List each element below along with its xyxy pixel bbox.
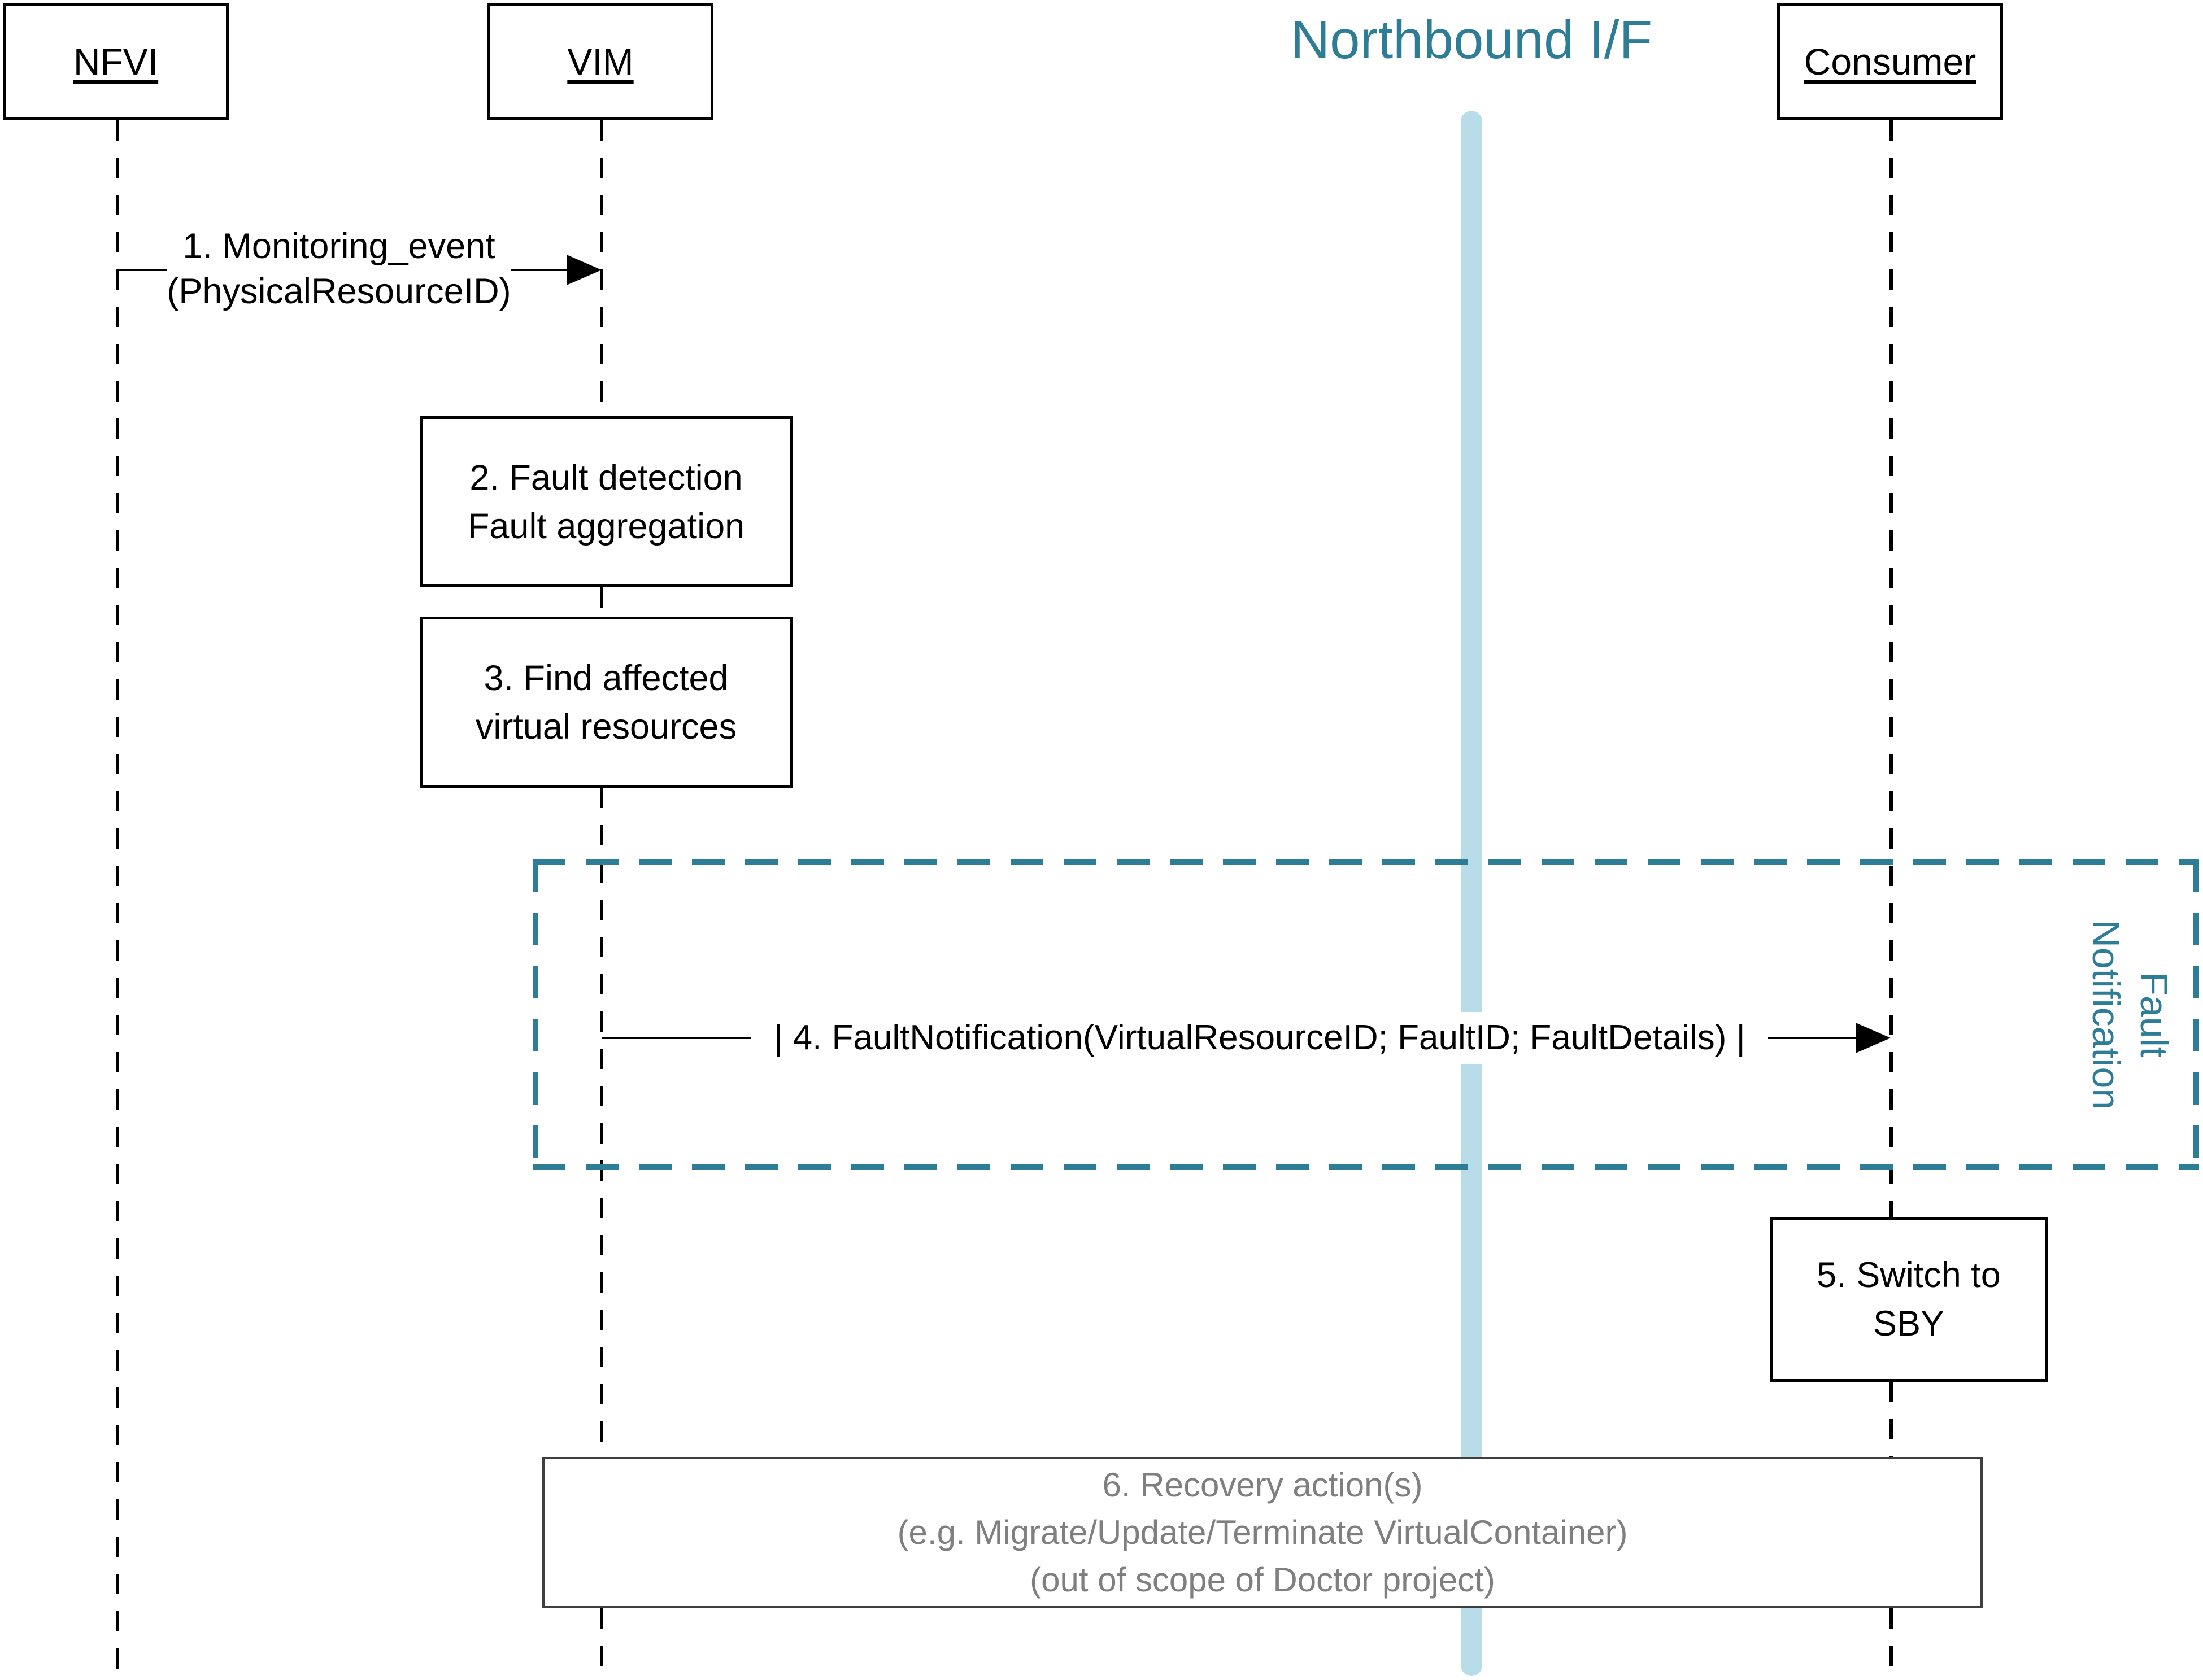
- fault-detection-line2: Fault aggregation: [467, 506, 745, 546]
- fault-notification-frame-bottom: [533, 1164, 2199, 1170]
- actor-box-nfvi: NFVI: [3, 3, 229, 120]
- fault-notification-frame-left: [533, 859, 538, 1170]
- activity-box-recovery: 6. Recovery action(s) (e.g. Migrate/Upda…: [542, 1457, 1983, 1608]
- fault-notification-frame-top: [533, 859, 2199, 865]
- page-title: Northbound I/F: [1290, 10, 1653, 70]
- lifeline-nfvi: [116, 120, 119, 1672]
- actor-label-nfvi: NFVI: [73, 41, 159, 82]
- activity-box-find-affected: 3. Find affected virtual resources: [420, 617, 793, 788]
- lifeline-consumer-segment-3: [1889, 1608, 1893, 1672]
- actor-label-vim: VIM: [567, 41, 634, 82]
- actor-label-consumer: Consumer: [1804, 41, 1976, 82]
- lifeline-consumer-segment-1: [1889, 120, 1893, 1217]
- find-affected-line2: virtual resources: [475, 706, 737, 747]
- switch-to-sby-line2: SBY: [1873, 1304, 1945, 1343]
- message4-arrowhead-icon: [1856, 1023, 1891, 1053]
- lifeline-vim-segment-2: [600, 587, 603, 617]
- recovery-line3: (out of scope of Doctor project): [1030, 1561, 1495, 1599]
- lifeline-vim-segment-4: [600, 1608, 603, 1672]
- recovery-line1: 6. Recovery action(s): [1102, 1466, 1423, 1504]
- lifeline-consumer-segment-2: [1889, 1382, 1893, 1457]
- activity-box-fault-detection: 2. Fault detection Fault aggregation: [420, 416, 793, 587]
- message1-label: 1. Monitoring_event (PhysicalResourceID): [167, 224, 511, 314]
- frame-label-line1: Fault: [2132, 972, 2175, 1058]
- northbound-interface-line: [1461, 111, 1482, 1676]
- switch-to-sby-line1: 5. Switch to: [1817, 1255, 2001, 1295]
- lifeline-vim-segment-3: [600, 788, 603, 1457]
- activity-box-switch-to-sby: 5. Switch to SBY: [1770, 1217, 2048, 1382]
- message1-label-line2: (PhysicalResourceID): [167, 272, 511, 311]
- actor-box-consumer: Consumer: [1777, 3, 2003, 120]
- fault-notification-frame-right: [2193, 859, 2199, 1170]
- frame-label-line2: Notification: [2084, 919, 2127, 1110]
- message4-label: | 4. FaultNotification(VirtualResourceID…: [751, 1012, 1768, 1064]
- fault-detection-line1: 2. Fault detection: [469, 457, 743, 498]
- find-affected-line1: 3. Find affected: [484, 658, 729, 698]
- lifeline-vim-segment-1: [600, 120, 603, 416]
- actor-box-vim: VIM: [487, 3, 713, 120]
- message1-arrowhead-icon: [567, 255, 602, 285]
- fault-notification-frame-label: Fault Notification: [2082, 817, 2178, 1212]
- message1-label-line1: 1. Monitoring_event: [182, 226, 495, 266]
- recovery-line2: (e.g. Migrate/Update/Terminate VirtualCo…: [897, 1513, 1628, 1551]
